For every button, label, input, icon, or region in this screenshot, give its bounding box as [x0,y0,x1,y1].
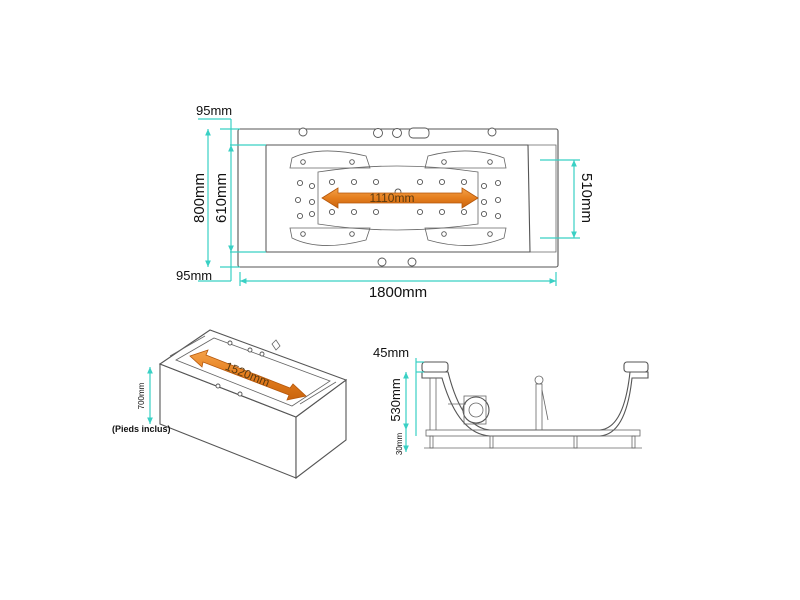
side-right-rim [623,361,649,373]
side-pump-motor [448,395,490,425]
side-frame [425,429,641,437]
basin-floor [317,165,479,231]
rim-jet [377,257,387,267]
rim-jet [487,127,497,137]
side-legs [424,435,642,449]
iso-faucet-icon [271,339,281,351]
side-dim-feet: 30mm [395,433,404,456]
iso-note-feet-included: (Pieds inclus) [112,424,171,434]
right-headrest [528,144,557,253]
side-view: 45mm 530mm 30mm [373,345,649,456]
faucet-control [408,127,430,139]
rim-jet [407,257,417,267]
rim-jet [373,128,383,138]
iso-dim-height: 700mm [137,382,146,409]
length-arrow-label: 1110mm [370,191,415,205]
top-view: 1110mm 95mm 800mm 610mm 95mm 1800mm 510m… [176,103,595,301]
side-left-rim [421,361,449,373]
seat-bottom-right [424,227,507,246]
dim-basin-width: 510mm [578,173,595,223]
dim-length: 1800mm [369,284,427,301]
iso-basin [175,337,331,407]
side-dim-rim: 45mm [373,345,409,360]
seat-top-right [424,150,507,169]
dim-inner-width: 610mm [213,173,230,223]
dim-total-width: 800mm [191,173,208,223]
seat-bottom-left [289,227,371,246]
iso-length-arrow-1520 [189,349,307,401]
rim-jet [298,127,308,137]
iso-view: 1520mm 700mm (Pieds inclus) [112,329,348,480]
rim-jet [392,128,402,138]
basin-jets [294,159,502,237]
dim-top-rim: 95mm [196,103,232,118]
seat-top-left [289,150,371,169]
side-dim-depth: 530mm [388,378,403,421]
side-drain-pipe [534,375,549,431]
length-arrow-1110 [321,187,479,209]
dim-bottom-rim: 95mm [176,268,212,283]
